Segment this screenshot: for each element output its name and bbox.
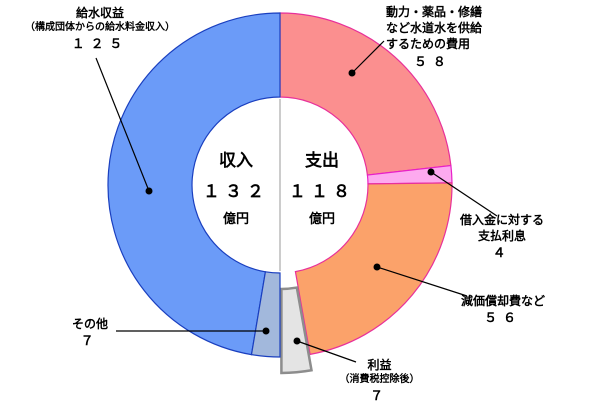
shiharai-leader-dot — [427, 168, 435, 176]
label-line: 給水収益 — [75, 6, 124, 20]
genka-leader-line — [376, 266, 468, 297]
sonota-leader-dot — [262, 327, 270, 335]
label-depreciation: 減価償却費など ５６ — [448, 293, 558, 327]
label-value: ７ — [370, 387, 389, 403]
expense-unit: 億円 — [308, 211, 335, 226]
income-title: 収入 — [219, 151, 253, 170]
label-line: 減価償却費など — [460, 294, 545, 308]
label-line: など水道水を供給 — [386, 21, 483, 36]
segment-sonota — [250, 271, 281, 358]
rieki-leader-dot — [293, 337, 301, 345]
label-other-income: その他 ７ — [52, 316, 128, 350]
kyusui-leader-dot — [145, 187, 153, 195]
kyusui-leader-line — [95, 57, 150, 192]
expense-value: １１８ — [288, 182, 356, 201]
segment-rieki — [280, 286, 313, 375]
label-line: 利益 — [367, 358, 392, 372]
income-value: １３２ — [202, 182, 270, 201]
label-line: 支払利息 — [477, 229, 526, 244]
label-value: ５６ — [484, 310, 522, 326]
label-value: ５８ — [414, 53, 452, 69]
segment-kyusui — [107, 12, 281, 356]
label-line: するための費用 — [386, 37, 471, 52]
income-unit: 億円 — [222, 211, 249, 226]
label-subline: （消費税控除後） — [339, 374, 420, 386]
expense-title: 支出 — [305, 151, 339, 170]
label-interest-payment: 借入金に対する 支払利息 ４ — [452, 212, 552, 262]
label-subline: （構成団体からの給水料金収入） — [25, 22, 175, 34]
label-water-revenue: 給水収益 （構成団体からの給水料金収入） １２５ — [10, 5, 190, 52]
segment-doryoku — [279, 12, 452, 176]
doryoku-leader-line — [351, 40, 385, 74]
doryoku-leader-dot — [348, 69, 356, 77]
genka-leader-dot — [373, 263, 381, 271]
label-value: １２５ — [71, 35, 129, 51]
label-supply-cost: 動力・薬品・修繕 など水道水を供給 するための費用 ５８ — [386, 4, 536, 70]
label-line: その他 — [71, 317, 108, 331]
shiharai-leader-line — [430, 171, 498, 217]
label-line: 動力・薬品・修繕 — [386, 5, 483, 19]
label-value: ７ — [80, 333, 100, 349]
center-expense: 支出 １１８ 億円 — [278, 146, 366, 227]
rieki-leader-line — [296, 340, 357, 363]
label-profit: 利益 （消費税控除後） ７ — [322, 357, 437, 404]
label-line: 借入金に対する — [459, 213, 544, 227]
label-value: ４ — [492, 245, 512, 261]
center-income: 収入 １３２ 億円 — [192, 146, 280, 227]
